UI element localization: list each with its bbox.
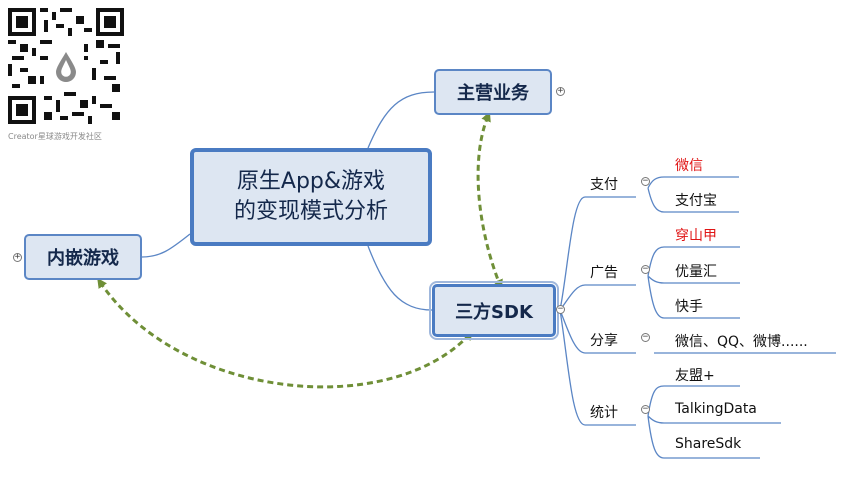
branch-stats[interactable]: 统计 bbox=[590, 405, 618, 421]
leaf-stats-sharesdk[interactable]: ShareSdk bbox=[675, 436, 742, 452]
leaf-ads-pangle[interactable]: 穿山甲 bbox=[675, 228, 717, 244]
central-topic-line2: 的变现模式分析 bbox=[233, 199, 388, 224]
leaf-ads-kuaishou[interactable]: 快手 bbox=[675, 299, 703, 315]
central-topic[interactable]: 原生App&游戏 的变现模式分析 bbox=[190, 148, 432, 246]
collapse-toggle-icon[interactable]: − bbox=[556, 304, 565, 314]
dashed-arrow-embedded-sdk bbox=[97, 277, 474, 389]
branch-ads[interactable]: 广告 bbox=[590, 265, 618, 281]
leaf-stats-umeng[interactable]: 友盟+ bbox=[675, 368, 715, 384]
dashed-arrow-main-sdk bbox=[476, 111, 503, 290]
branch-payment[interactable]: 支付 bbox=[590, 177, 618, 193]
connector-sdk-stats bbox=[559, 309, 636, 426]
collapse-toggle-icon[interactable]: − bbox=[641, 332, 650, 342]
node-embedded-games[interactable]: 内嵌游戏 bbox=[24, 234, 142, 280]
expand-toggle-icon[interactable]: + bbox=[13, 252, 22, 262]
node-main-business[interactable]: 主营业务 bbox=[434, 69, 552, 115]
connector-sdk-ads bbox=[559, 284, 636, 311]
connector-center-main bbox=[367, 91, 435, 149]
connector-center-sdk bbox=[367, 245, 433, 311]
connector-center-embedded bbox=[141, 233, 191, 258]
branch-share[interactable]: 分享 bbox=[590, 333, 618, 349]
collapse-toggle-icon[interactable]: − bbox=[641, 404, 650, 414]
expand-toggle-icon[interactable]: + bbox=[556, 86, 565, 96]
leaf-ads-youlianghui[interactable]: 优量汇 bbox=[675, 264, 717, 280]
leaf-share-platforms[interactable]: 微信、QQ、微博...... bbox=[675, 334, 808, 350]
connector-sdk-share bbox=[559, 309, 636, 354]
leaf-payment-wechat[interactable]: 微信 bbox=[675, 158, 703, 174]
collapse-toggle-icon[interactable]: − bbox=[641, 176, 650, 186]
watermark-caption: Creator星球游戏开发社区 bbox=[8, 132, 102, 141]
node-third-party-sdk[interactable]: 三方SDK bbox=[429, 281, 559, 340]
leaf-stats-talkingdata[interactable]: TalkingData bbox=[675, 401, 757, 417]
connector-sdk-payment bbox=[559, 196, 636, 311]
collapse-toggle-icon[interactable]: − bbox=[641, 264, 650, 274]
connector-payment-children bbox=[647, 176, 739, 213]
central-topic-line1: 原生App&游戏 bbox=[236, 169, 386, 194]
leaf-payment-alipay[interactable]: 支付宝 bbox=[675, 193, 717, 209]
qr-code-icon bbox=[8, 8, 124, 124]
